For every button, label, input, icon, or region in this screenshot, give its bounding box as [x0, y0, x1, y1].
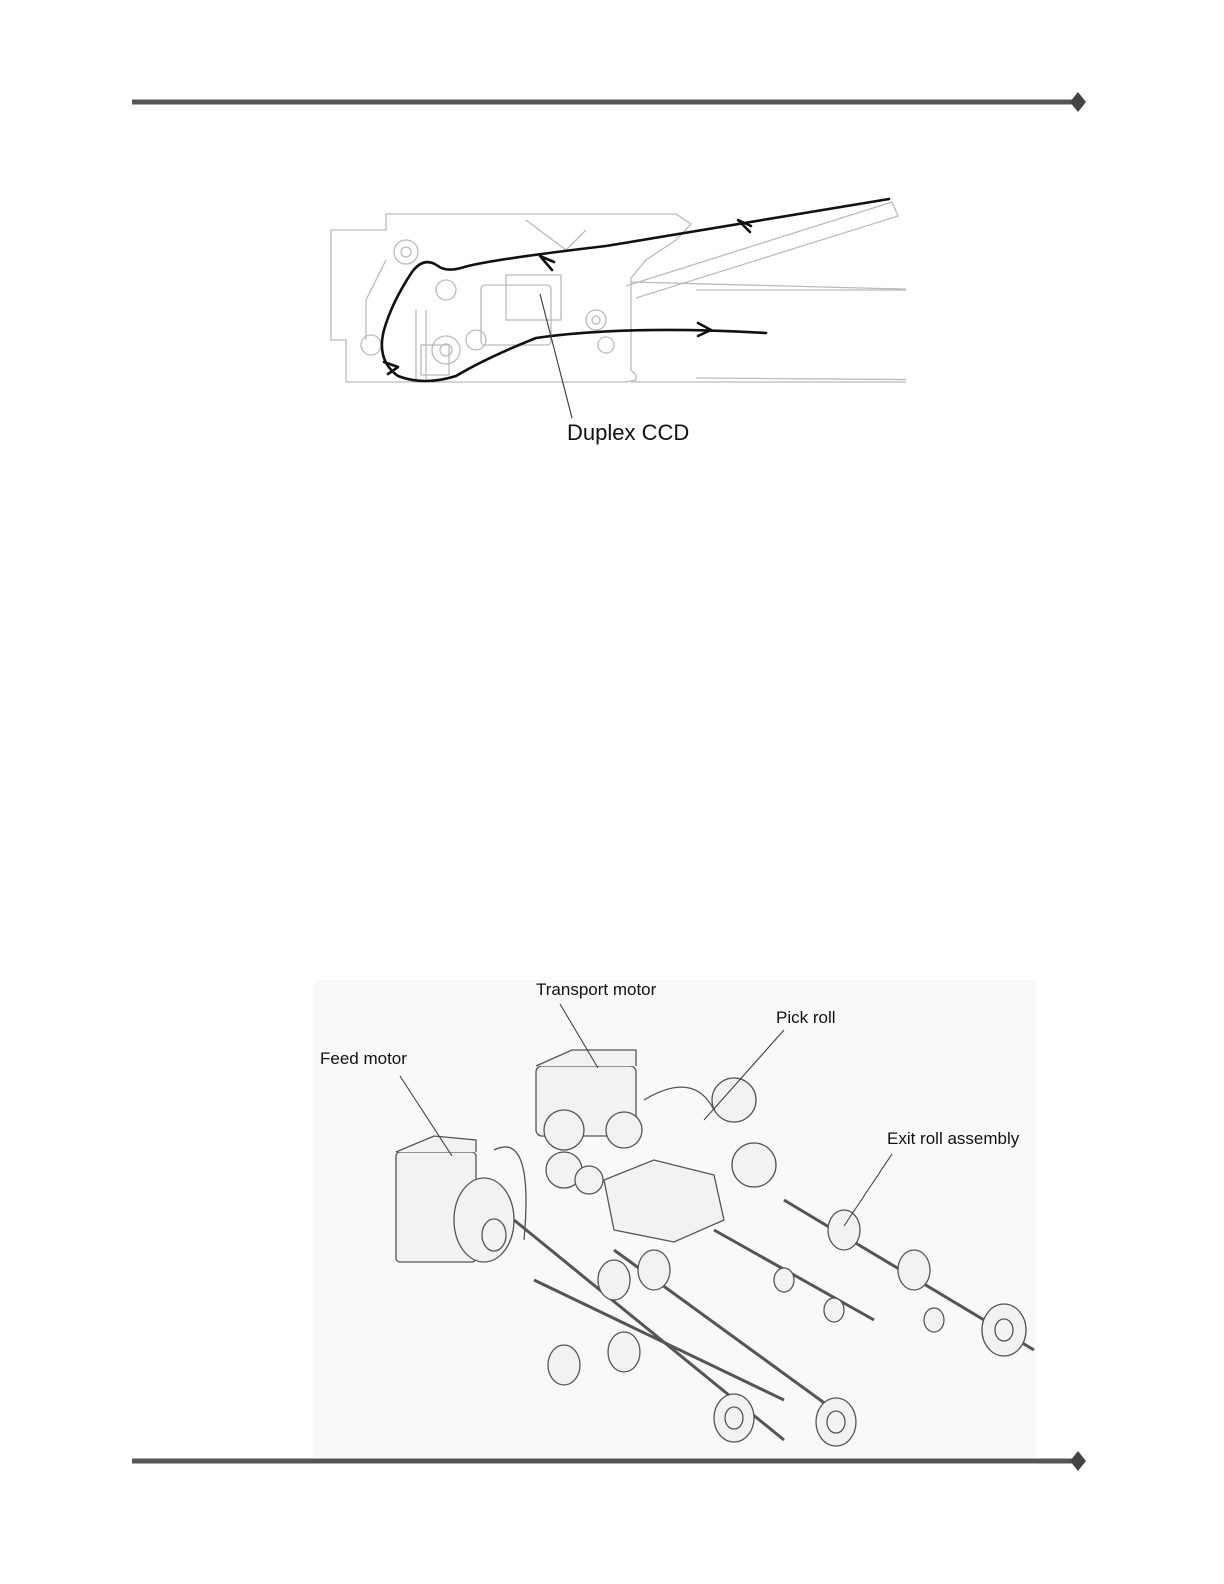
- transport-motor-label: Transport motor: [536, 980, 656, 1000]
- feed-motor-label: Feed motor: [320, 1049, 407, 1069]
- drive-assembly-diagram: [314, 980, 1036, 1458]
- duplex-ccd-label: Duplex CCD: [567, 420, 689, 446]
- pick-roll-label: Pick roll: [776, 1008, 836, 1028]
- header-rule: [132, 91, 1088, 113]
- exit-roll-assembly-label: Exit roll assembly: [887, 1129, 1019, 1149]
- footer-rule: [132, 1450, 1088, 1472]
